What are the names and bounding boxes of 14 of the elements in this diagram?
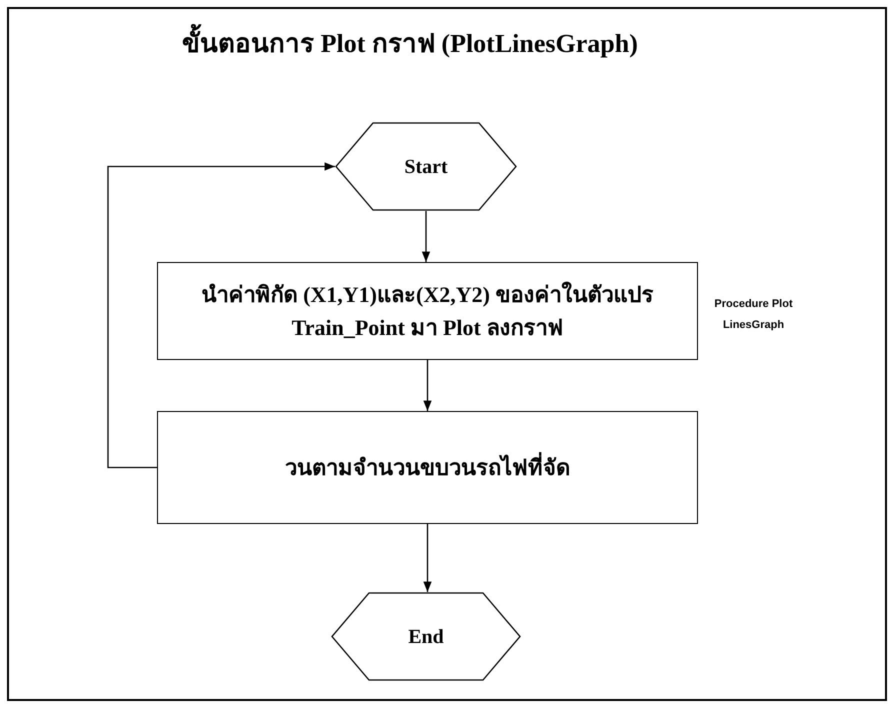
- end-terminal: [331, 592, 521, 681]
- start-terminal: [335, 122, 517, 211]
- node-text: End: [408, 624, 444, 650]
- node-text: วนตามจำนวนขบวนรถไฟที่จัด: [285, 451, 570, 484]
- process-box: [157, 411, 698, 524]
- arrow: [107, 162, 335, 468]
- node-text: Start: [404, 154, 448, 180]
- arrow: [422, 211, 430, 262]
- procedure-note: Procedure Plot LinesGraph: [713, 297, 794, 333]
- process-box: [157, 262, 698, 360]
- arrow: [423, 360, 432, 411]
- node-text: นำค่าพิกัด (X1,Y1)และ(X2,Y2) ของค่าในตัวแปร Train_Point มา Plot ลงกราฟ: [200, 280, 654, 342]
- title: ขั้นตอนการ Plot กราฟ (PlotLinesGraph): [0, 22, 820, 63]
- arrow: [423, 524, 432, 592]
